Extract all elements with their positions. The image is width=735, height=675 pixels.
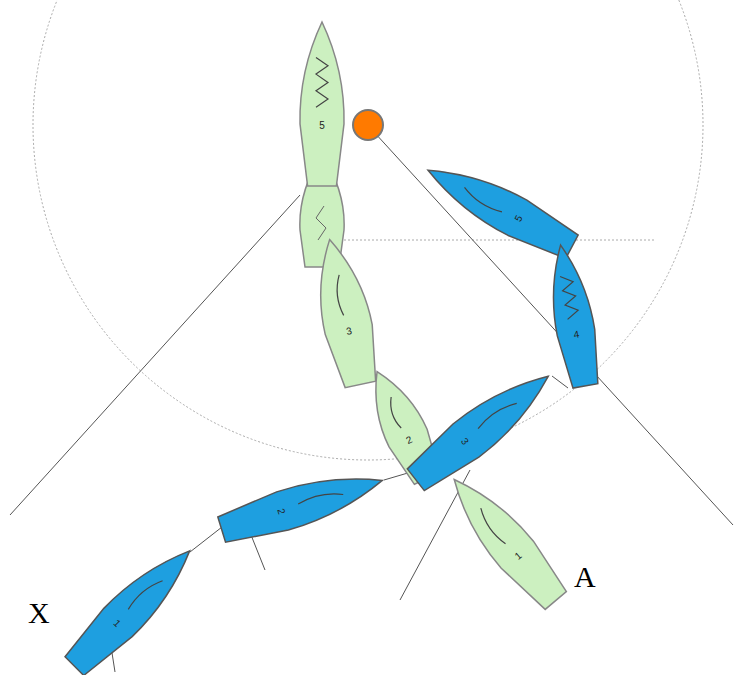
- boat-x: 2: [214, 459, 389, 551]
- track-line: [552, 376, 568, 388]
- boat-hull: [298, 21, 346, 187]
- boat-a: 5: [298, 21, 346, 187]
- boat-x: 4: [540, 240, 607, 390]
- boat-label: A: [574, 562, 596, 592]
- layline: [10, 195, 300, 515]
- layline: [374, 132, 733, 525]
- boat-a: 1: [436, 464, 574, 616]
- boat-a: 3: [304, 233, 386, 391]
- zone-circle: [33, 0, 703, 460]
- track-line: [190, 527, 222, 552]
- position-number: 5: [298, 121, 346, 131]
- boat-hull: [214, 459, 389, 551]
- boat-label: X: [28, 598, 50, 628]
- boat-hull: [436, 464, 574, 616]
- boat-hull: [540, 240, 607, 390]
- boat-x: 5: [417, 150, 583, 266]
- boat-x: 1: [58, 534, 206, 675]
- boat-hull: [304, 233, 386, 391]
- abeam-line: [320, 240, 655, 241]
- boat-hull: [417, 150, 583, 266]
- mark-buoy: [353, 110, 383, 140]
- boat-hull: [58, 534, 206, 675]
